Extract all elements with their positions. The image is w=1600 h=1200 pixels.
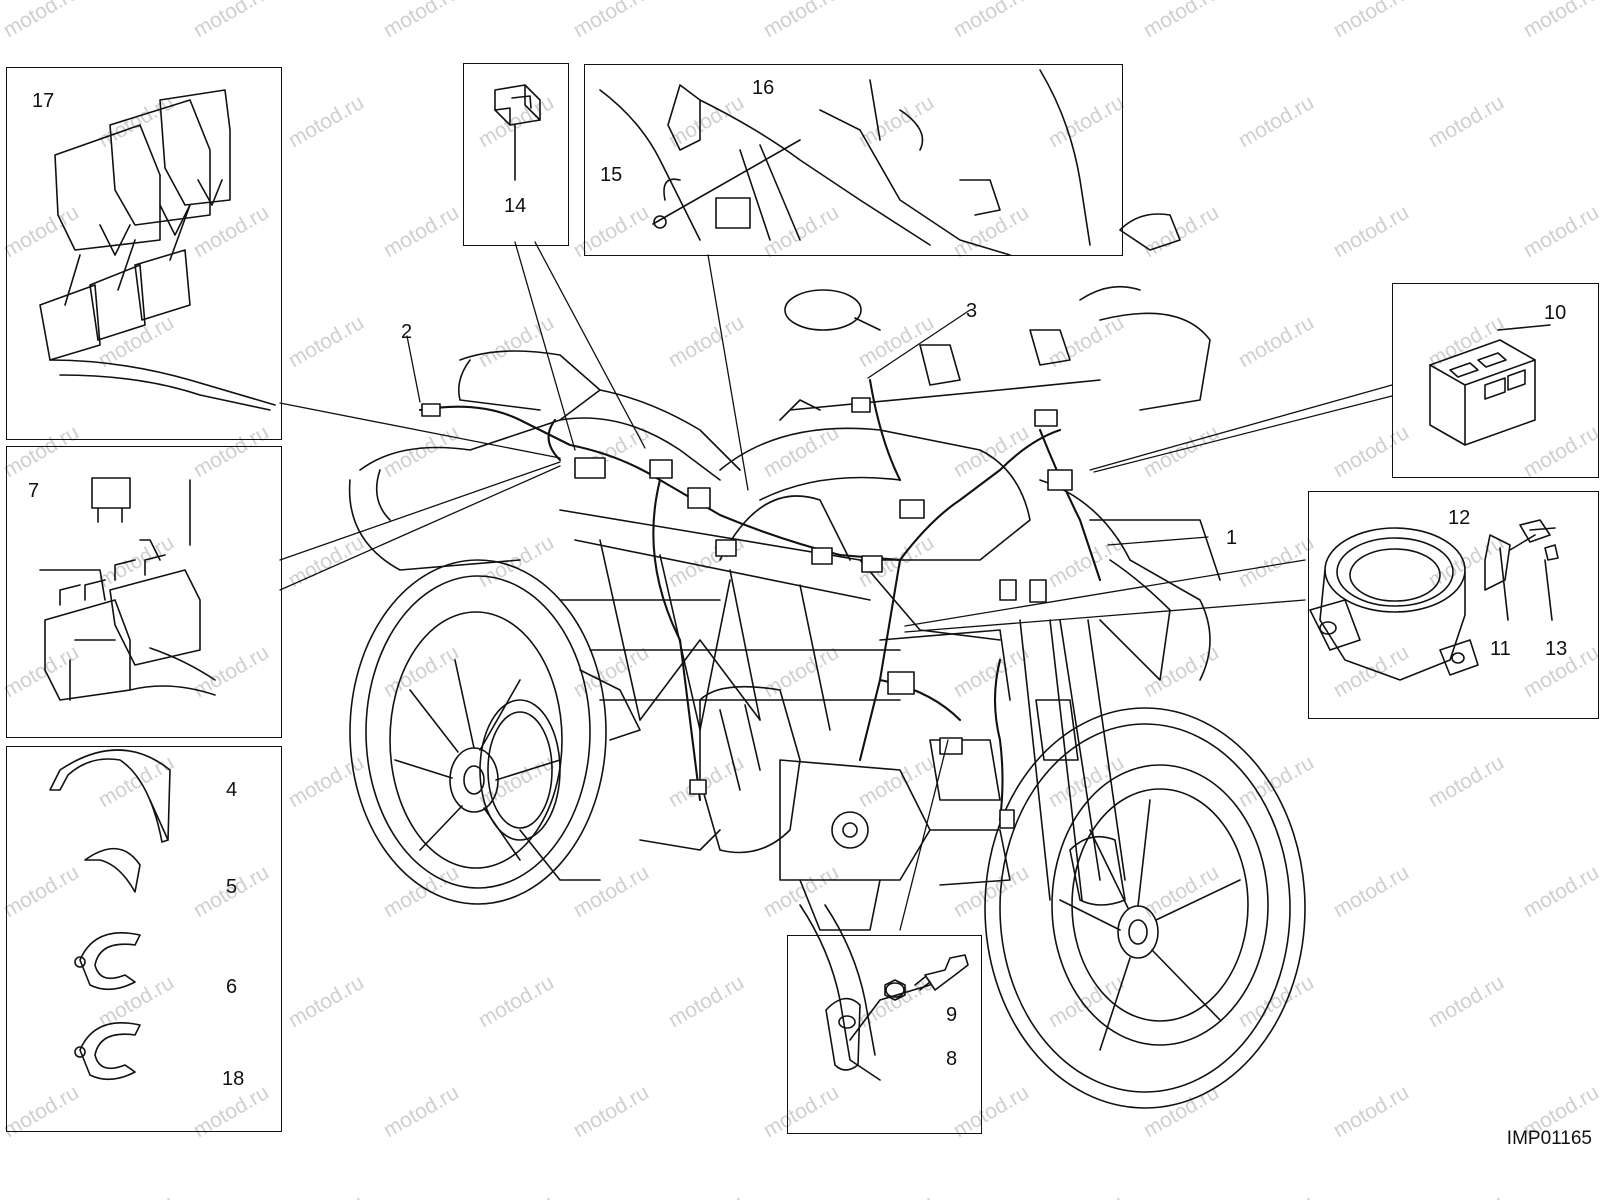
cable-clamps-illustration (49, 749, 171, 1081)
inset-ground-screw (787, 935, 982, 1134)
frame (559, 495, 1011, 731)
callout-7: 7 (28, 480, 40, 502)
inset-fuse-relays (6, 446, 282, 738)
callout-10: 10 (1544, 302, 1567, 324)
callout-1: 1 (1226, 527, 1238, 549)
fuel-tank (719, 427, 1031, 561)
underseat-illustration (599, 69, 1181, 256)
callout-13: 13 (1545, 638, 1568, 660)
callout-15: 15 (600, 164, 623, 186)
inset-underseat (584, 64, 1123, 256)
relay-group-illustration (39, 89, 276, 411)
callout-17: 17 (32, 90, 55, 112)
callout-11: 11 (1490, 638, 1511, 660)
connector-illustration (494, 84, 541, 181)
callout-3: 3 (966, 300, 978, 322)
callout-6: 6 (226, 976, 238, 998)
ground-screw-illustration (799, 904, 969, 1081)
callout-5: 5 (226, 876, 238, 898)
engine (699, 685, 1011, 931)
footpeg-assembly (519, 669, 721, 881)
callout-9: 9 (946, 1004, 958, 1026)
callout-18: 18 (222, 1068, 245, 1090)
inset-ignition-switch (1308, 491, 1599, 719)
callout-16: 16 (752, 77, 775, 99)
front-fork (1019, 559, 1171, 901)
front-wheel (984, 707, 1306, 1109)
ignition-switch-illustration (1309, 519, 1559, 681)
harness-connectors (421, 397, 1073, 829)
callout-2: 2 (401, 321, 413, 343)
tail-section (348, 350, 741, 571)
drawing-id: IMP01165 (1506, 1128, 1592, 1149)
callout-12: 12 (1448, 507, 1471, 529)
rear-wheel (349, 559, 607, 905)
callout-8: 8 (946, 1048, 958, 1070)
fuse-relay-illustration (39, 477, 216, 701)
inset-multi-pin-connector (1392, 283, 1599, 478)
inset-connector (463, 63, 569, 246)
leader-lines (279, 241, 1393, 931)
inset-relays (6, 67, 282, 440)
inset-clamps (6, 746, 282, 1132)
callout-14: 14 (504, 195, 527, 217)
callout-4: 4 (226, 779, 238, 801)
multi-pin-connector-illustration (1429, 324, 1551, 446)
handlebar-assembly (779, 285, 1221, 681)
